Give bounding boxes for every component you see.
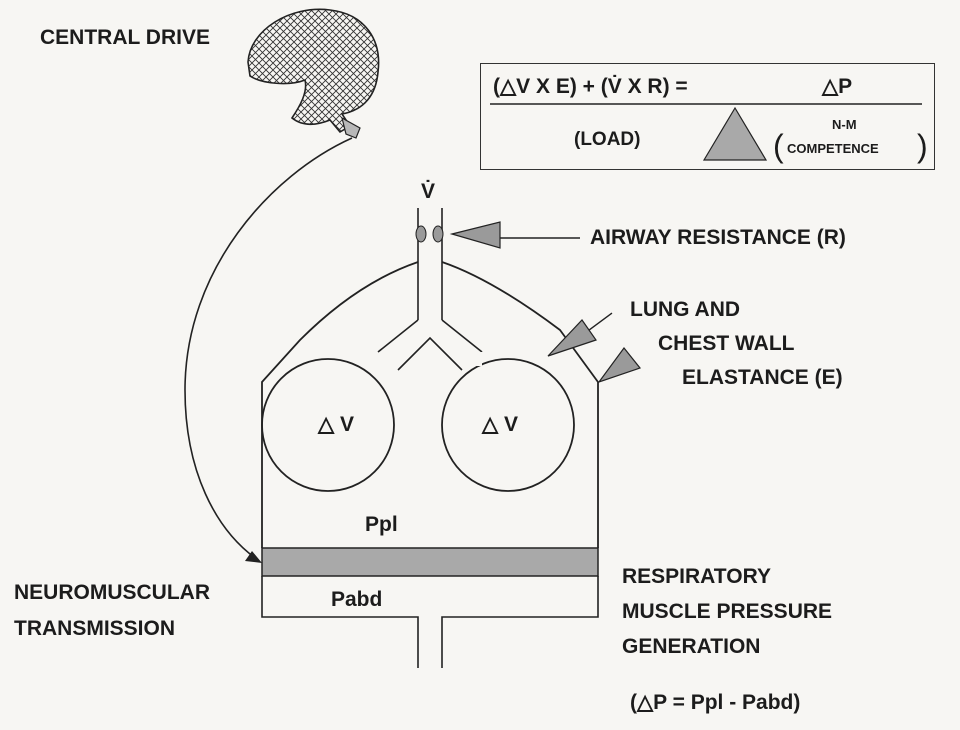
chest-wall-outline [261,261,599,548]
equation-load: (LOAD) [574,129,641,150]
flow-label: V̇ [421,180,436,203]
airway-resistance-label: AIRWAY RESISTANCE (R) [590,226,846,249]
elastance-label: ELASTANCE (E) [682,366,843,389]
lung-and-label: LUNG AND [630,298,741,321]
nerve-arrowhead [245,551,262,563]
lung-arrow-head [547,319,597,357]
transmission-label: TRANSMISSION [14,617,176,640]
central-drive-label: CENTRAL DRIVE [40,26,210,49]
airway-arrow-head [449,221,501,249]
right-bronchus [441,319,483,353]
neuromuscular-label: NEUROMUSCULAR [14,581,210,604]
equation-paren-open: ( [773,128,784,164]
left-lung [261,358,395,492]
equation-competence: COMPETENCE [787,141,879,156]
muscle-pressure-label: MUSCLE PRESSURE [622,600,833,623]
left-bronchus [377,319,419,353]
abdomen-outline [261,576,599,668]
generation-label: GENERATION [622,635,761,658]
diaphragm-bar [261,547,599,577]
pleural-pressure-label: Ppl [365,513,398,536]
abdominal-pressure-label: Pabd [331,588,383,611]
equation-delta-p: △P [822,75,853,98]
lung-arrow-shaft [584,312,613,334]
equation-paren-close: ) [917,128,928,164]
delta-p-formula-label: (△P = Ppl - Pabd) [630,691,801,714]
equation-nm: N-M [832,117,857,132]
nerve-pathway [184,137,353,561]
chest-arrow-head [597,347,642,384]
brain-icon [247,8,380,139]
equation-numerator-left: (△V X E) + (V̇ X R) = [493,75,688,98]
competence-triangle [702,106,768,161]
airway-resistance-left [415,225,427,243]
chest-wall-label: CHEST WALL [658,332,795,355]
airway-resistance-right [432,225,444,243]
right-lung-volume-label: △ V [482,413,518,436]
equation-box [480,63,935,170]
respiratory-label: RESPIRATORY [622,565,771,588]
left-lung-volume-label: △ V [318,413,354,436]
right-lung [441,358,575,492]
carina [397,336,463,371]
